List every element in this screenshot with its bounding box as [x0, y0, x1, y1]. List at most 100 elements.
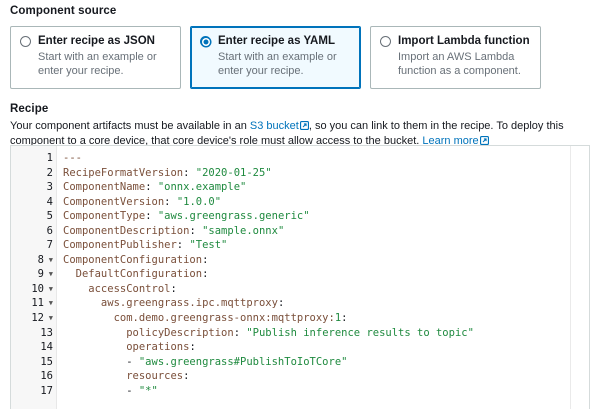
code-fold-toggle-icon[interactable]: ▼: [48, 284, 53, 293]
editor-line-number: 10▼: [31, 282, 53, 295]
source-card-lambda[interactable]: Import Lambda function Import an AWS Lam…: [370, 26, 541, 89]
code-token-punct: :: [145, 181, 158, 194]
source-card-json-description: Start with an example or enter your reci…: [38, 51, 157, 77]
code-token-punct: :: [233, 326, 247, 339]
source-card-yaml-description: Start with an example or enter your reci…: [218, 51, 337, 77]
editor-code-line: ComponentPublisher: "Test": [63, 238, 589, 253]
component-source-section: Component source Enter recipe as JSON St…: [10, 5, 590, 89]
code-token-punct: :: [145, 210, 158, 223]
code-token-str: "Test": [189, 239, 228, 252]
radio-unselected-icon[interactable]: [20, 36, 31, 47]
source-card-yaml[interactable]: Enter recipe as YAML Start with an examp…: [190, 26, 361, 89]
code-fold-toggle-icon[interactable]: ▼: [48, 314, 53, 323]
editor-code-line: com.demo.greengrass-onnx:mqttproxy:1:: [63, 311, 589, 326]
editor-code-line: operations:: [63, 340, 589, 355]
editor-code-line: ComponentName: "onnx.example": [63, 180, 589, 195]
recipe-description: Your component artifacts must be availab…: [10, 120, 590, 149]
external-link-icon: [299, 121, 309, 135]
code-token-key: ComponentType: [63, 210, 146, 223]
editor-vertical-divider: [570, 146, 571, 409]
editor-line-number: 14: [40, 341, 53, 354]
source-card-json-label: Enter recipe as JSON: [38, 35, 155, 47]
s3-bucket-link[interactable]: S3 bucket: [249, 120, 299, 132]
editor-code-line: accessControl:: [63, 282, 589, 297]
code-token-key: DefaultConfiguration: [63, 268, 203, 281]
code-token-str: "2020-01-25": [195, 166, 272, 179]
radio-unselected-icon[interactable]: [380, 36, 391, 47]
editor-code-line: resources:: [63, 369, 589, 384]
code-token-num: 1: [334, 312, 342, 325]
source-card-json-head: Enter recipe as JSON: [20, 35, 171, 48]
editor-line-number: 5: [46, 210, 53, 223]
editor-code-area[interactable]: ---RecipeFormatVersion: "2020-01-25"Comp…: [57, 146, 589, 409]
code-token-punct: :: [277, 297, 285, 310]
editor-code-line: - "*": [63, 384, 589, 399]
editor-code-line: RecipeFormatVersion: "2020-01-25": [63, 166, 589, 181]
code-token-str: "*": [138, 384, 158, 397]
editor-code-line: - "aws.greengrass#PublishToIoTCore": [63, 355, 589, 370]
source-card-yaml-label: Enter recipe as YAML: [218, 35, 335, 47]
editor-line-number: 1: [46, 152, 53, 164]
editor-code-line: DefaultConfiguration:: [63, 267, 589, 282]
editor-line-number: 15: [40, 355, 53, 368]
code-fold-toggle-icon[interactable]: ▼: [48, 299, 53, 308]
editor-line-number: 3: [46, 181, 53, 194]
code-fold-toggle-icon[interactable]: ▼: [48, 255, 53, 264]
code-token-key: aws.greengrass.ipc.mqttproxy: [63, 297, 278, 310]
code-token-key: RecipeFormatVersion: [63, 166, 184, 179]
code-token-key: operations: [63, 341, 190, 354]
editor-code-line: ---: [63, 151, 589, 166]
radio-selected-icon[interactable]: [200, 36, 211, 47]
code-fold-toggle-icon[interactable]: ▼: [48, 270, 53, 279]
code-token-punct: :: [189, 224, 203, 237]
code-token-str: "sample.onnx": [202, 224, 285, 237]
editor-code-line: ComponentDescription: "sample.onnx": [63, 224, 589, 239]
source-card-lambda-head: Import Lambda function: [380, 35, 531, 48]
editor-code-line: ComponentVersion: "1.0.0": [63, 195, 589, 210]
code-token-key: ComponentVersion: [63, 195, 165, 208]
code-token-key: accessControl: [63, 282, 171, 295]
component-source-card-group: Enter recipe as JSON Start with an examp…: [10, 26, 590, 89]
editor-code-line: ComponentType: "aws.greengrass.generic": [63, 209, 589, 224]
code-token-punct: :: [176, 239, 190, 252]
code-token-key: com.demo.greengrass-onnx:mqttproxy:: [63, 312, 335, 325]
learn-more-link[interactable]: Learn more: [422, 134, 479, 147]
editor-code-line: aws.greengrass.ipc.mqttproxy:: [63, 296, 589, 311]
code-token-key: ComponentConfiguration: [63, 253, 203, 266]
editor-line-number: 11▼: [31, 297, 53, 310]
code-token-str: "onnx.example": [157, 181, 247, 194]
code-token-punct: :: [202, 253, 209, 266]
editor-line-number: 4: [46, 195, 53, 208]
source-card-lambda-label: Import Lambda function: [398, 35, 530, 47]
code-token-punct: -: [63, 355, 139, 368]
source-card-lambda-description: Import an AWS Lambda function as a compo…: [398, 51, 521, 77]
editor-line-number: 8▼: [37, 253, 53, 266]
code-token-punct: :: [189, 341, 196, 354]
recipe-section: Recipe Your component artifacts must be …: [10, 103, 590, 149]
editor-line-number: 12▼: [31, 312, 53, 325]
external-link-icon: [479, 135, 489, 150]
code-token-punct: :: [183, 370, 190, 383]
editor-code-line: policyDescription: "Publish inference re…: [63, 326, 589, 341]
editor-line-number: 16: [40, 370, 53, 383]
editor-line-number: 6: [46, 224, 53, 237]
code-token-str: "aws.greengrass#PublishToIoTCore": [138, 355, 348, 368]
source-card-json[interactable]: Enter recipe as JSON Start with an examp…: [10, 26, 181, 89]
code-token-plain: ---: [63, 152, 82, 164]
code-token-punct: :: [170, 282, 177, 295]
code-token-key: resources: [63, 370, 184, 383]
code-token-key: ComponentName: [63, 181, 146, 194]
code-token-key: policyDescription: [63, 326, 234, 339]
editor-line-number: 2: [46, 166, 53, 179]
code-token-key: ComponentPublisher: [63, 239, 177, 252]
recipe-description-part1: Your component artifacts must be availab…: [10, 120, 250, 132]
recipe-description-part2: , so you can link to them in the recipe.…: [10, 120, 564, 147]
code-token-punct: :: [202, 268, 209, 281]
source-card-yaml-head: Enter recipe as YAML: [200, 35, 351, 48]
code-token-punct: :: [164, 195, 177, 208]
editor-line-number: 13: [40, 326, 53, 339]
code-token-str: "Publish inference results to topic": [246, 326, 474, 339]
code-token-punct: -: [63, 384, 139, 397]
